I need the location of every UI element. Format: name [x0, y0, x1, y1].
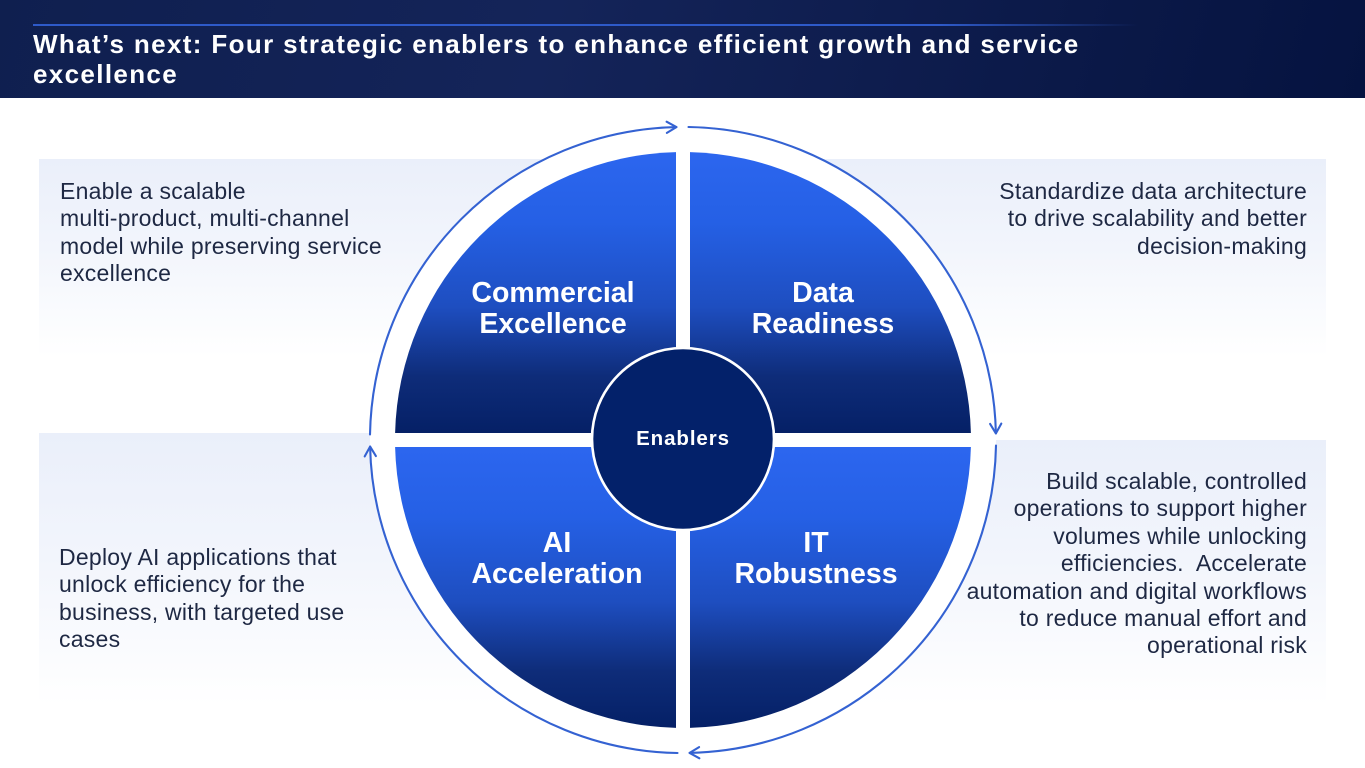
- cycle-arc-top-left: [368, 126, 678, 436]
- description-ai-acceleration: Deploy AI applications that unlock effic…: [59, 544, 345, 653]
- center-circle-label: Enablers: [636, 427, 730, 450]
- arrowhead-top-icon: [665, 120, 678, 134]
- description-data-readiness: Standardize data architecture to drive s…: [999, 178, 1307, 259]
- arrowhead-right-icon: [989, 422, 1003, 435]
- cycle-arc-bottom-right: [688, 444, 998, 754]
- quadrant-label-data-readiness: Data Readiness: [751, 277, 895, 340]
- cycle-arc-bottom-left: [369, 445, 679, 755]
- quadrant-label-ai-acceleration: AI Acceleration: [471, 527, 643, 590]
- quadrant-label-commercial-excellence: Commercial Excellence: [471, 277, 635, 340]
- quadrant-commercial-excellence: [395, 152, 676, 433]
- center-circle: [590, 346, 776, 532]
- arrowhead-left-icon: [363, 445, 377, 458]
- quadrant-it-robustness: [690, 447, 971, 728]
- arrowhead-bottom-icon: [688, 746, 701, 760]
- description-it-robustness: Build scalable, controlled operations to…: [966, 468, 1307, 659]
- title-bar: What’s next: Four strategic enablers to …: [0, 0, 1365, 98]
- quadrant-data-readiness: [690, 152, 971, 433]
- quadrant-label-it-robustness: IT Robustness: [734, 527, 898, 590]
- quadrant-ai-acceleration: [395, 447, 676, 728]
- slide-title: What’s next: Four strategic enablers to …: [33, 29, 1080, 89]
- description-commercial-excellence: Enable a scalable multi-product, multi-c…: [60, 178, 382, 287]
- cycle-arc-top-right: [687, 125, 997, 435]
- title-accent-rule: [33, 24, 1138, 26]
